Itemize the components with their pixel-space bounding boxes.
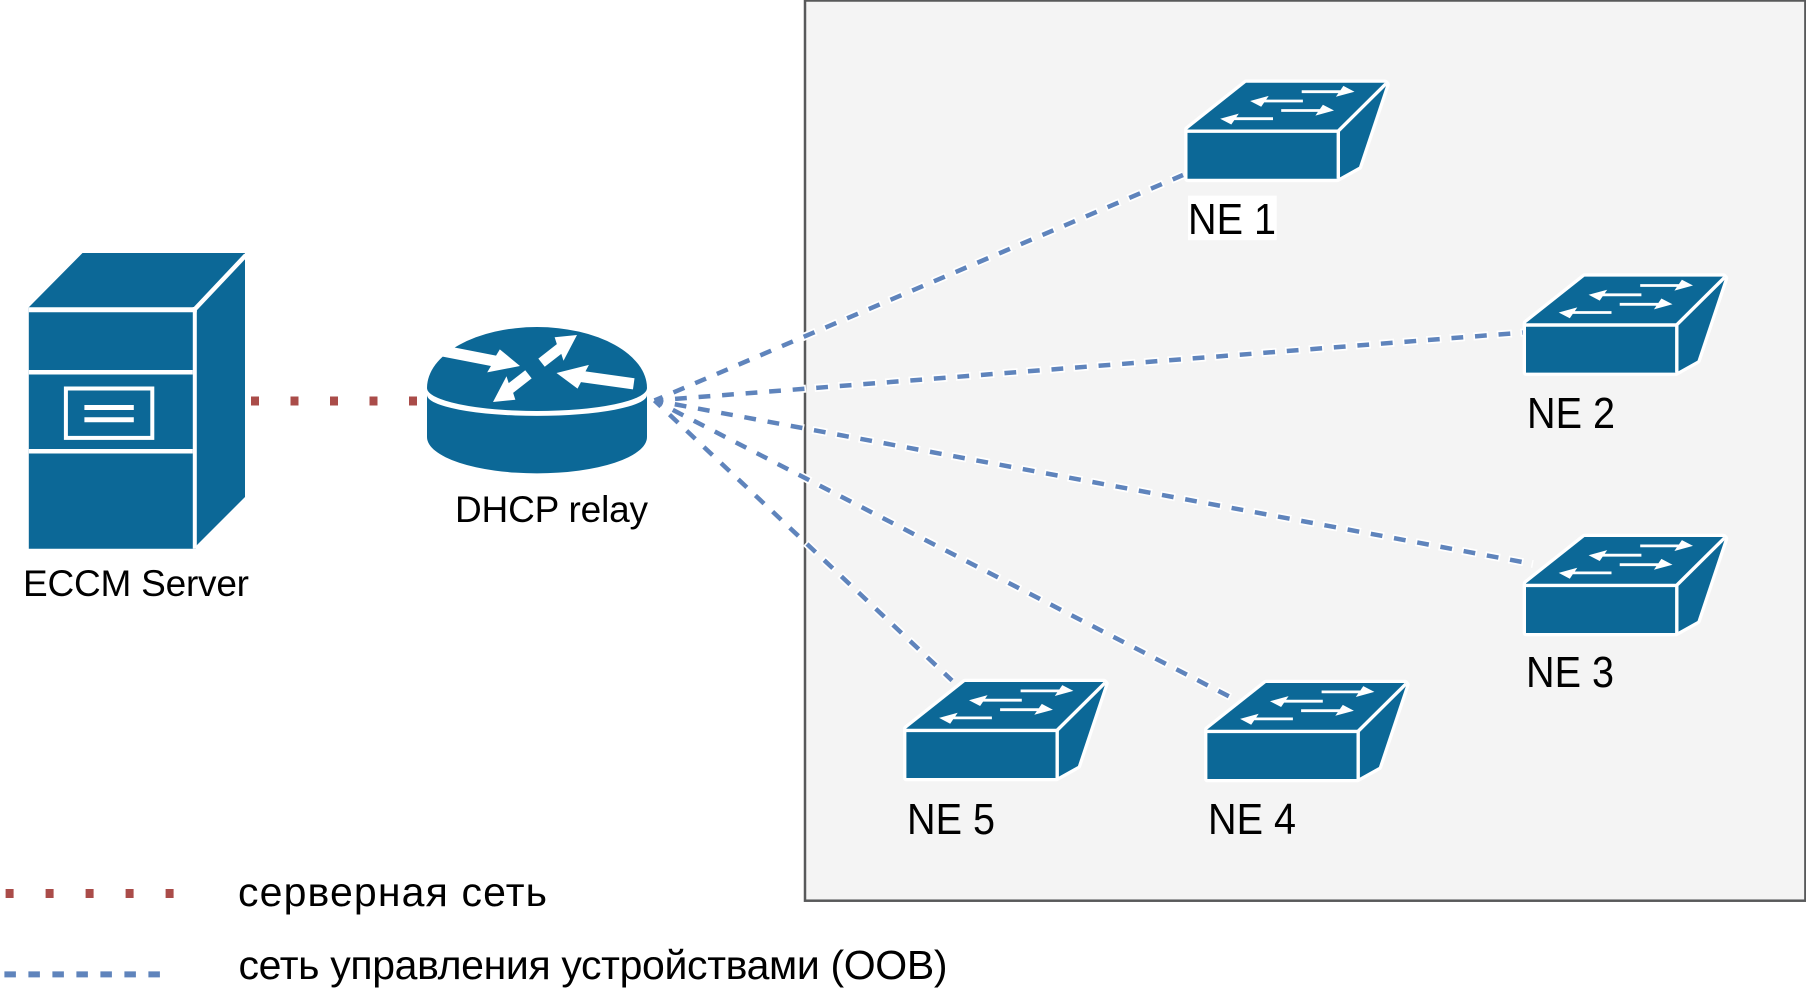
svg-text:NE 5: NE 5 — [907, 795, 995, 844]
svg-text:DHCP relay: DHCP relay — [455, 489, 649, 530]
svg-text:NE 2: NE 2 — [1527, 389, 1615, 438]
svg-text:серверная сеть: серверная сеть — [238, 869, 547, 915]
svg-text:NE 1: NE 1 — [1188, 195, 1276, 244]
svg-text:NE 3: NE 3 — [1526, 648, 1614, 697]
svg-text:ECCM Server: ECCM Server — [23, 563, 249, 604]
svg-text:NE 4: NE 4 — [1208, 795, 1296, 844]
svg-text:сеть управления устройствами (: сеть управления устройствами (OOB) — [239, 942, 948, 988]
